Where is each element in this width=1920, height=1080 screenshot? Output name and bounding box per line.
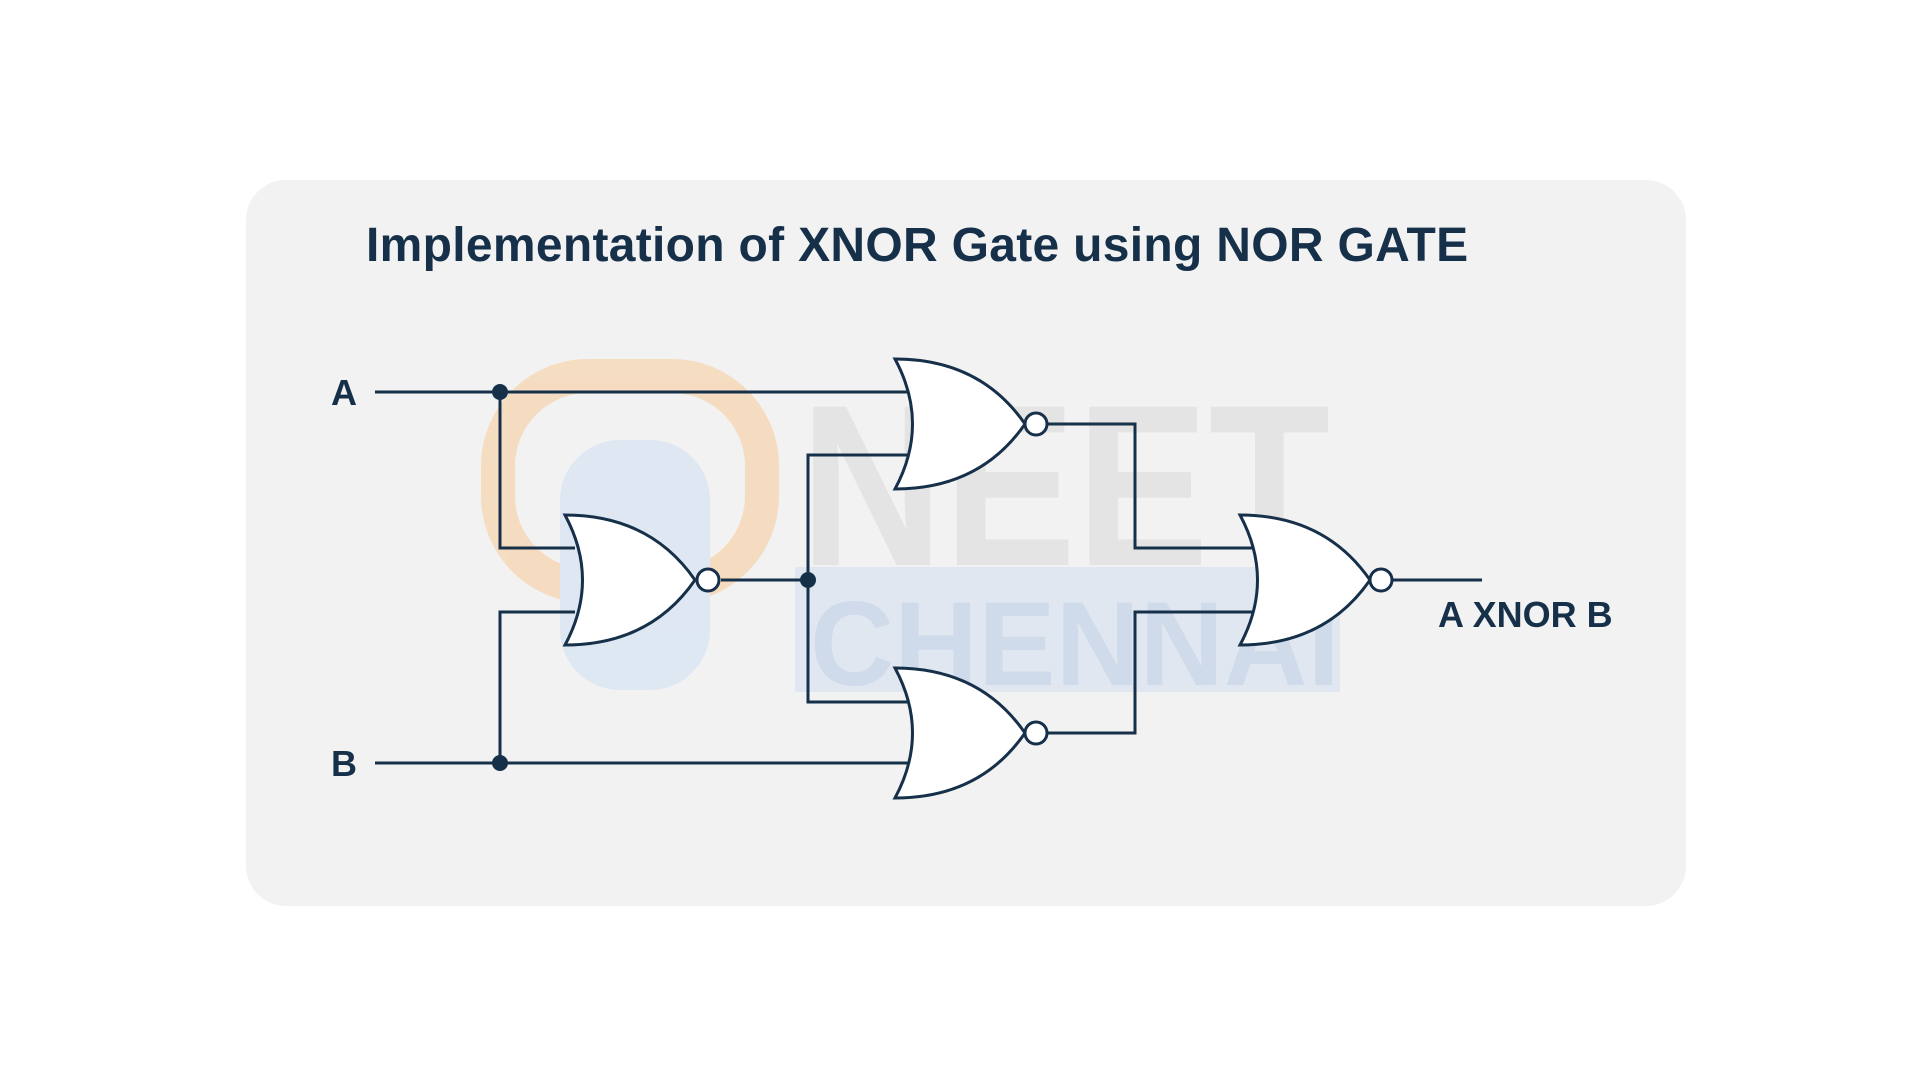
nor-gate-1-bubble [695, 567, 721, 593]
input-b-label: B [331, 743, 357, 784]
wire-a-to-gate1 [498, 392, 575, 550]
wire-gate2-to-gate4 [1048, 422, 1255, 550]
input-a-label: A [331, 372, 357, 413]
nor-gate-1 [562, 513, 721, 647]
nor-gate-4 [1237, 513, 1394, 647]
wires [375, 390, 1482, 765]
nor-gate-2 [892, 357, 1049, 491]
nor-gate-2-bubble [1023, 411, 1049, 437]
wire-gate3-to-gate4 [1048, 610, 1255, 735]
nor-gate-4-bubble [1368, 567, 1394, 593]
nor-gate-3 [892, 666, 1049, 800]
junction-dot-middle [800, 572, 816, 588]
nor-gate-3-bubble [1023, 720, 1049, 746]
output-label: A XNOR B [1438, 594, 1613, 635]
wire-b-to-gate1 [498, 610, 575, 763]
junction-dot-b [492, 755, 508, 771]
wire-junction-to-gate2 [806, 453, 910, 580]
diagram-title: Implementation of XNOR Gate using NOR GA… [366, 219, 1469, 272]
wire-junction-to-gate3 [806, 580, 910, 704]
junction-dot-a [492, 384, 508, 400]
